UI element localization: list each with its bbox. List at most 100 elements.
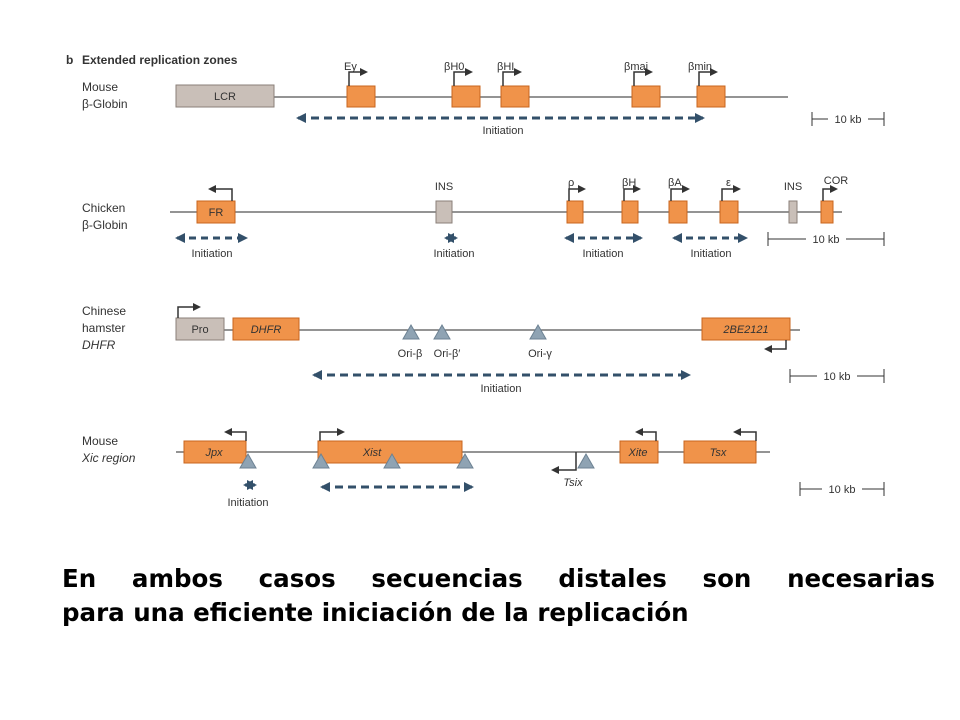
scale-bar: 10 kb — [811, 112, 885, 126]
gene-xite — [619, 440, 659, 464]
element-label: INS — [784, 181, 802, 193]
insulator-element — [788, 200, 798, 224]
initiation-label: Initiation — [434, 248, 475, 260]
gene-label: DHFR — [251, 324, 282, 336]
gene-label: Xist — [362, 447, 382, 459]
gene-label: Ey — [344, 61, 357, 73]
gene-ba — [668, 200, 688, 224]
gene-bh0 — [451, 85, 481, 108]
gene-label: βH0 — [444, 61, 464, 73]
initiation-label: Initiation — [583, 248, 624, 260]
origin-triangle — [312, 452, 330, 469]
transcription-arrow — [177, 303, 201, 318]
organism-label: Chinese — [82, 304, 126, 318]
transcription-arrow — [733, 428, 757, 441]
organism-label: Chicken — [82, 201, 125, 215]
gene-tsx — [683, 440, 757, 464]
replication-zones-figure: b Extended replication zones Mouse β-Glo… — [66, 53, 885, 509]
organism-label: DHFR — [82, 338, 116, 352]
gene-jpx — [183, 440, 247, 464]
organism-label: β-Globin — [82, 218, 128, 232]
initiation-label: Initiation — [691, 248, 732, 260]
gene-label: Xite — [628, 447, 648, 459]
gene-cor — [820, 200, 834, 224]
transcription-arrow — [502, 68, 522, 86]
gene-label: Jpx — [204, 447, 223, 459]
transcription-arrow — [635, 428, 657, 441]
organism-label: Xic region — [81, 451, 136, 465]
panel-title: Extended replication zones — [82, 53, 238, 67]
gene-label: COR — [824, 175, 849, 187]
gene-label: 2BE2121 — [722, 324, 768, 336]
origin-triangle — [383, 452, 401, 469]
transcription-arrow — [822, 185, 838, 201]
lcr-element — [175, 84, 275, 108]
initiation-label: Initiation — [228, 497, 269, 509]
initiation-label: Initiation — [192, 248, 233, 260]
transcription-arrow — [670, 185, 690, 201]
gene-bmaj — [631, 85, 661, 108]
organism-label: β-Globin — [82, 97, 128, 111]
panel-letter: b — [66, 53, 73, 67]
gene-label: βHI — [497, 61, 514, 73]
gene-fr — [196, 200, 236, 224]
element-label: Pro — [191, 324, 208, 336]
track-chinese-hamster-dhfr: Chinese hamster DHFR Pro DHFR 2BE2121 Or… — [82, 303, 885, 395]
scale-bar: 10 kb — [767, 232, 885, 246]
track-mouse-beta-globin: Mouse β-Globin LCR Ey βH0 βHI βmaj βmin … — [82, 61, 885, 137]
gene-label: βH — [622, 177, 636, 189]
origin-triangle — [402, 323, 420, 340]
gene-label: βmin — [688, 61, 712, 73]
gene-epsilon — [719, 200, 739, 224]
caption-line-2: para una eficiente iniciación de la repl… — [62, 598, 689, 627]
origin-label: Ori-γ — [528, 348, 552, 360]
organism-label: Mouse — [82, 434, 118, 448]
gene-label: Tsx — [710, 447, 727, 459]
track-chicken-beta-globin: Chicken β-Globin FR INS ρ βH βA ε INS CO… — [82, 175, 885, 260]
gene-bmin — [696, 85, 726, 108]
scale-label: 10 kb — [813, 234, 840, 246]
transcription-arrow — [208, 185, 233, 201]
slide-caption: En ambos casos secuencias distales son n… — [62, 562, 935, 630]
origin-triangle — [456, 452, 474, 469]
origin-label: Ori-β — [398, 348, 423, 360]
gene-label: FR — [209, 207, 224, 219]
transcription-arrow — [224, 428, 247, 441]
initiation-label: Initiation — [481, 383, 522, 395]
gene-label: Tsix — [563, 477, 583, 489]
gene-label: βA — [668, 177, 682, 189]
organism-label: Mouse — [82, 80, 118, 94]
origin-triangle — [433, 323, 451, 340]
gene-2be2121 — [701, 317, 791, 341]
transcription-arrow — [698, 68, 718, 86]
transcription-arrow — [623, 185, 641, 201]
transcription-arrow — [568, 185, 586, 201]
tsix-transcription-arrow — [551, 452, 577, 474]
gene-label: ρ — [568, 177, 574, 189]
promoter-element — [175, 317, 225, 341]
gene-bh — [621, 200, 639, 224]
track-mouse-xic-region: Mouse Xic region Jpx Xist Tsix Xite Tsx … — [81, 428, 885, 509]
gene-bhi — [500, 85, 530, 108]
scale-label: 10 kb — [824, 371, 851, 383]
gene-rho — [566, 200, 584, 224]
organism-label: hamster — [82, 321, 125, 335]
origin-triangle — [239, 452, 257, 469]
transcription-arrow — [319, 428, 345, 441]
gene-label: ε — [726, 177, 731, 189]
scale-label: 10 kb — [829, 484, 856, 496]
origin-triangle — [577, 452, 595, 469]
transcription-arrow — [764, 340, 787, 353]
gene-dhfr — [232, 317, 300, 341]
scale-bar: 10 kb — [799, 482, 885, 496]
origin-triangle — [529, 323, 547, 340]
transcription-arrow — [453, 68, 473, 86]
transcription-arrow — [633, 68, 653, 86]
gene-label: βmaj — [624, 61, 648, 73]
gene-ey — [346, 85, 376, 108]
transcription-arrow — [721, 185, 741, 201]
scale-bar: 10 kb — [789, 369, 885, 383]
caption-line-1: En ambos casos secuencias distales son n… — [62, 564, 935, 593]
element-label: LCR — [214, 91, 236, 103]
origin-label: Ori-β′ — [434, 348, 461, 360]
